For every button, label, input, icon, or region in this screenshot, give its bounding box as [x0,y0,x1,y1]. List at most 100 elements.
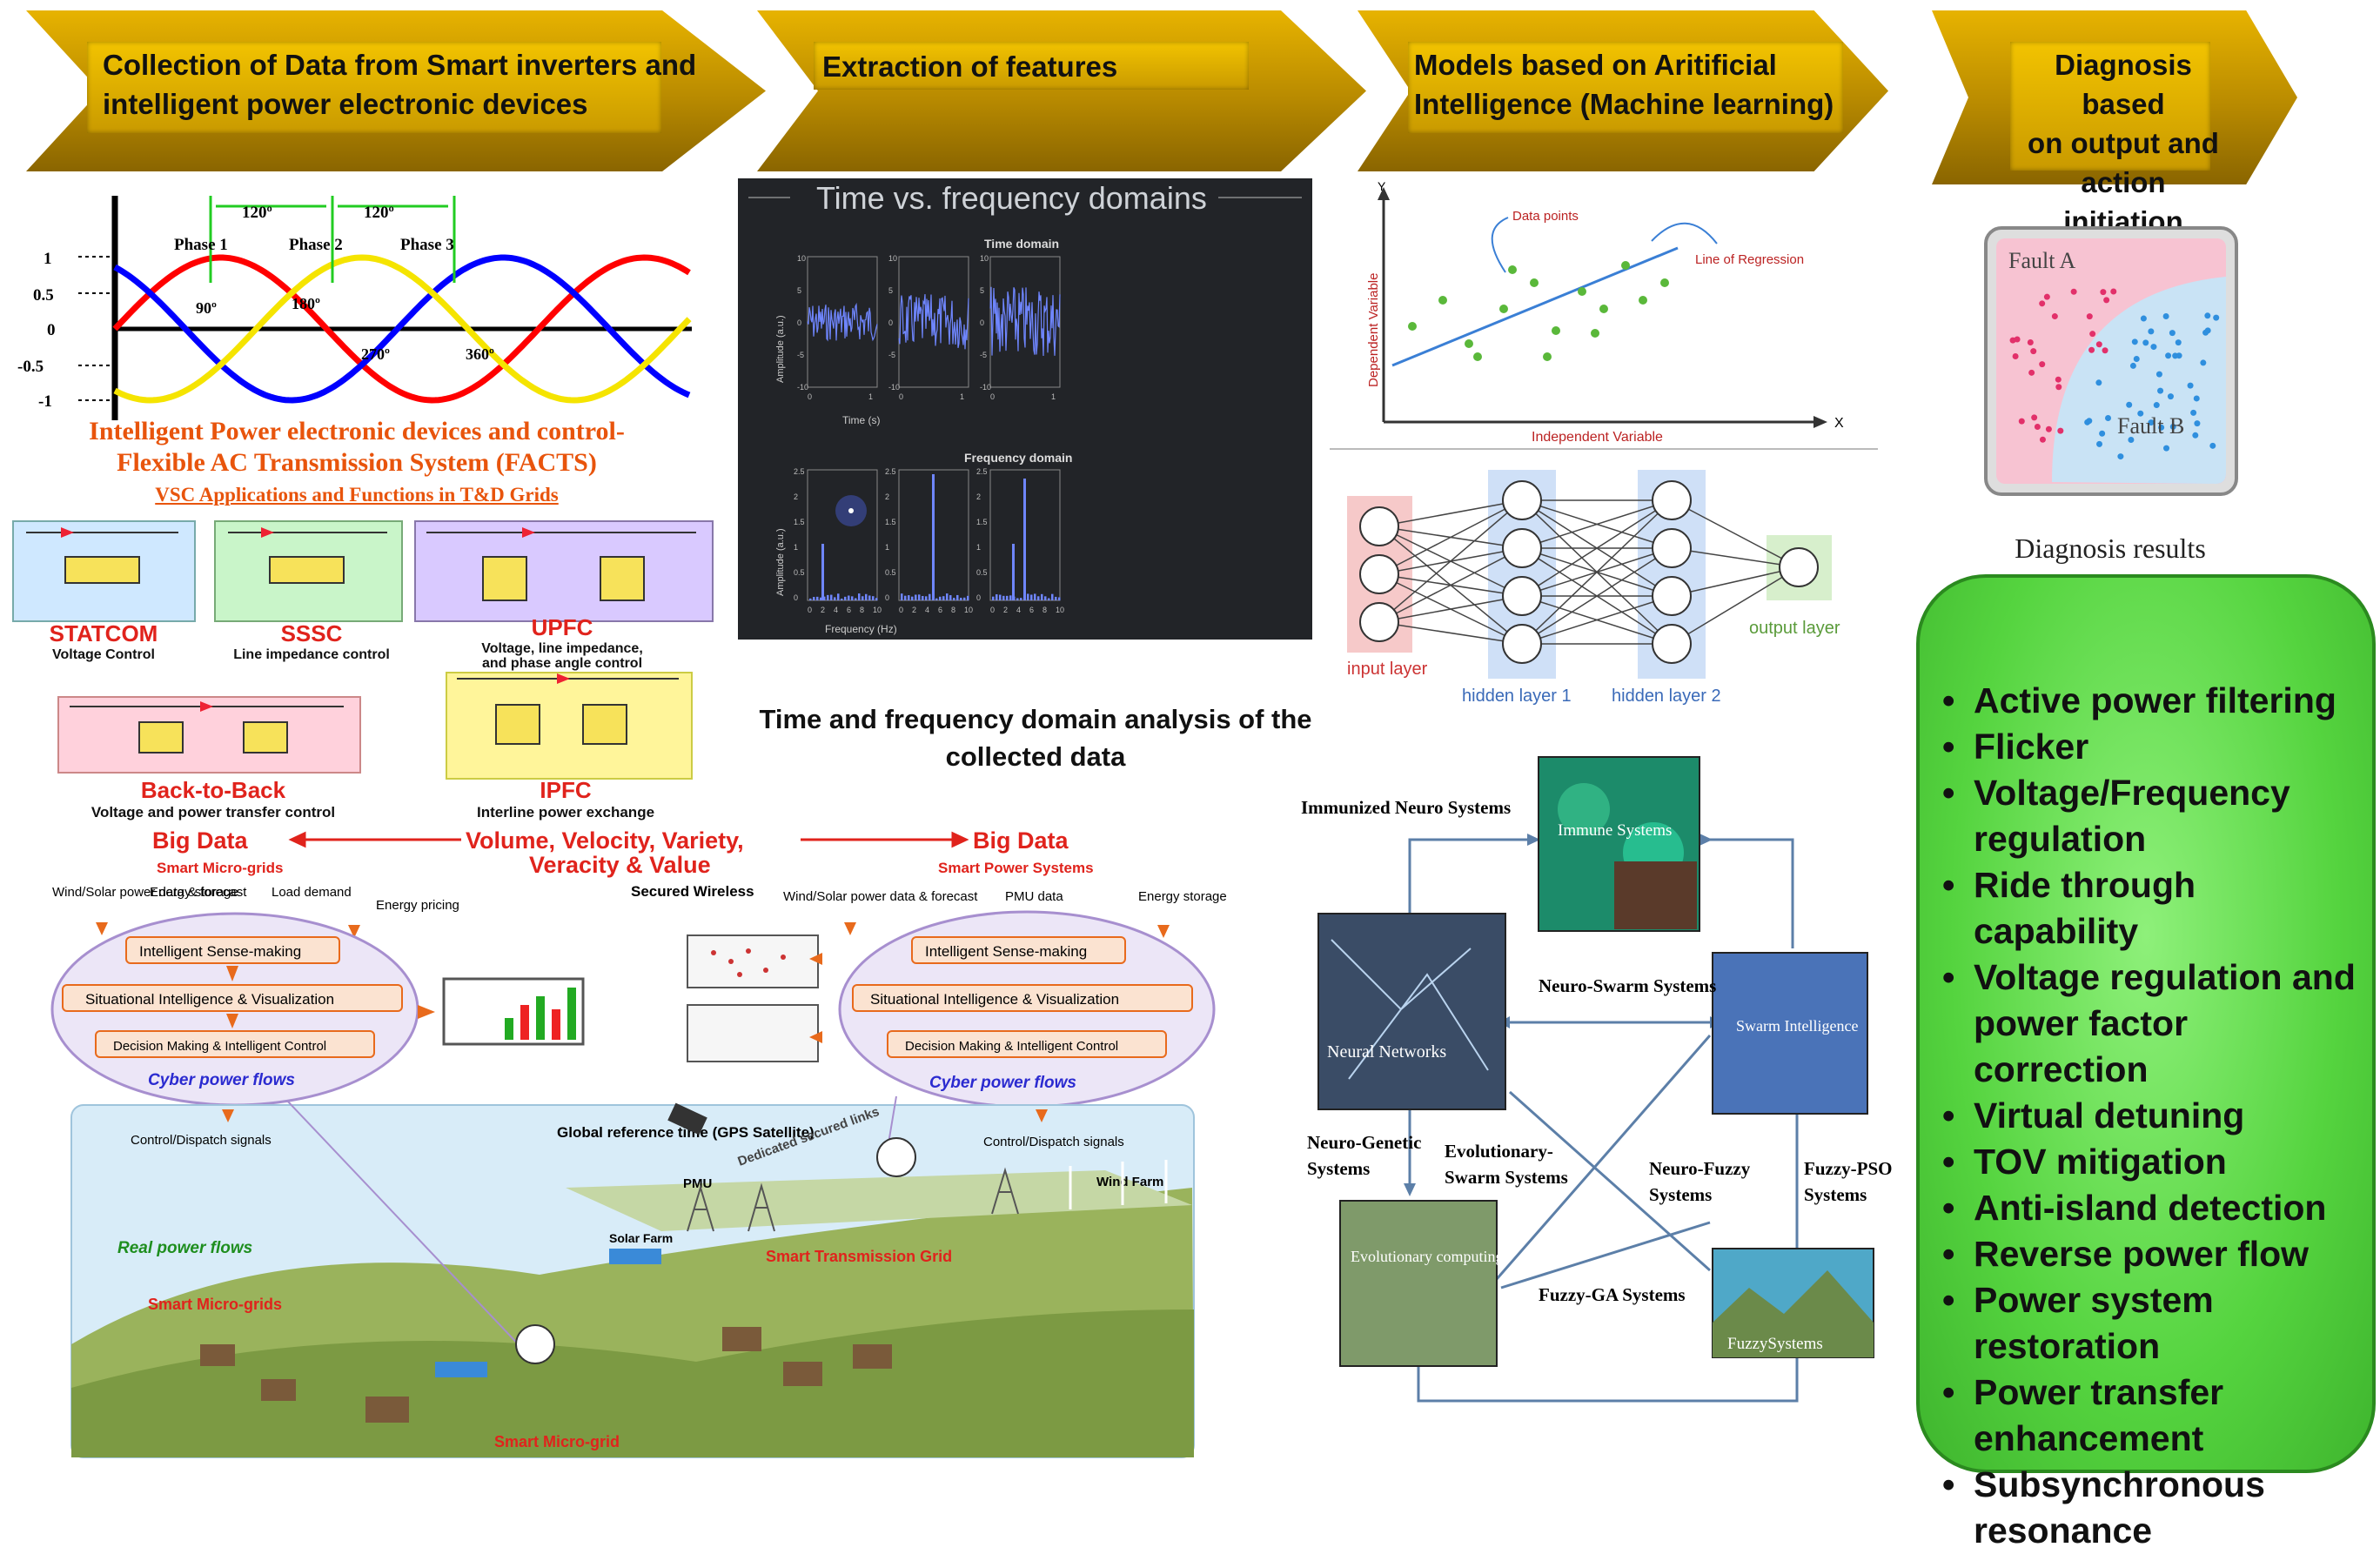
left-monitor-bars [505,988,576,1040]
stage-models-panel [1408,42,1843,133]
time-tick-y: 10 [980,254,989,263]
transmission-plateau [566,1170,1192,1231]
freq-noise-bar [1009,595,1012,600]
fault-a-dot [2043,293,2050,300]
freq-noise-bar [837,593,840,600]
fault-a-dot [2070,288,2077,295]
time-signal [989,286,1061,357]
time-tick-x: 1 [960,392,964,401]
green-hill-front [71,1310,1194,1457]
time-frequency-panel[interactable]: Time vs. frequency domains Time domain F… [738,178,1312,640]
diag-item-ride-through: Ride through capability [1939,862,2365,955]
fault-a-dot [2034,423,2041,430]
right-map-arrow [809,953,822,965]
nn-neuron [1502,480,1542,520]
fault-b-dot [2126,401,2133,408]
micro-grid-node [515,1324,555,1364]
left-layer-1: Intelligent Sense-making [139,943,301,960]
fault-b-dot [2131,338,2138,345]
freq-noise-bar [830,594,833,600]
wind-farm-label: Wind Farm [1096,1175,1163,1189]
freq-noise-bar [813,597,815,600]
freq-tick-y: 2 [885,492,889,501]
left-input-pricing: Energy pricing [376,898,459,913]
neuro-genetic-label-2: Systems [1307,1158,1370,1179]
bigdata-right-title: Big Data [973,827,1069,854]
freq-tick-y: 1 [794,543,798,552]
nn-neuron [1652,480,1692,520]
fault-a-label: Fault A [2008,248,2076,273]
real-power-flows: Real power flows [117,1239,252,1257]
line-pointer [1651,222,1718,244]
neuro-fuzzy-label-1: Neuro-Fuzzy [1649,1158,1751,1179]
timefreq-caption: Time and frequency domain analysis of th… [759,704,1312,772]
time-tick-y: -5 [888,351,895,359]
freq-noise-bar [911,596,914,600]
stage-models-text: Models based on Aritificial Intelligence… [1414,49,1834,120]
sssc-label: SSSC Line impedance control [233,620,390,662]
freq-tick-x: 0 [808,606,812,614]
three-phase-waveform: 1 0.5 0 -0.5 -1 120º 120º Phase 1 Phase … [17,196,692,420]
fault-a-dot [2089,331,2096,338]
arrow-markers [61,527,570,712]
freq-tick-y: 0.5 [885,568,896,577]
freq-tick-x: 10 [873,606,882,614]
diag-item-voltage-frequency: Voltage/Frequency regulation [1939,770,2365,862]
freq-tick-y: 1.5 [976,518,988,526]
nn-edge [1378,595,1523,623]
diag-item-restoration: Power system restoration [1939,1277,2365,1370]
fault-b-dot [2148,419,2155,426]
freq-tick-y: 1 [976,543,981,552]
freq-noise-bar [1048,598,1050,600]
left-layer-1-box [125,936,340,964]
freq-domain-label: Frequency domain [964,451,1072,465]
nn-edge [1521,547,1673,645]
neuro-genetic-label-1: Neuro-Genetic [1307,1132,1421,1153]
back-to-back-label: Back-to-Back Voltage and power transfer … [91,777,336,821]
nn-edge [1378,621,1523,645]
right-layer-3: Decision Making & Intelligent Control [905,1039,1118,1054]
stage-diagnosis-panel [2010,42,2210,171]
left-input-load: Load demand [272,885,352,900]
left-cyber-flows: Cyber power flows [148,1071,295,1089]
upfc-label: UPFC Voltage, line impedance, and phase … [481,614,643,671]
freq-noise-bar [1006,595,1009,600]
waveform-tick-05: 0.5 [33,286,54,305]
bigdata-left-sub: Smart Micro-grids [157,860,283,876]
fault-a-dot [2030,348,2037,355]
hybrid-ai-diagram: Immune Systems Neural Networks Swarm Int… [1301,756,1892,1403]
time-tick-y: -5 [797,351,804,359]
freq-noise-bar [1051,593,1054,600]
time-signal [898,294,969,350]
freq-tick-x: 0 [990,606,995,614]
freq-noise-bar [875,598,878,600]
regression-point [1599,305,1608,313]
diag-item-virtual-detuning: Virtual detuning [1939,1093,2365,1139]
freq-y-label: Amplitude (a.u.) [775,528,786,596]
nn-edge [1521,499,1673,645]
freq-tick-x: 2 [912,606,916,614]
freq-noise-bar [963,597,966,600]
diag-item-active-power-filtering: Active power filtering [1939,678,2365,724]
freq-tick-x: 8 [951,606,955,614]
regression-separator [1330,448,1878,450]
fault-a-dot [2027,338,2034,345]
nn-neuron [1359,554,1399,594]
fault-a-dot [2086,313,2093,320]
fault-b-dot [2117,453,2124,460]
freq-x-label: Frequency (Hz) [825,623,897,635]
fault-b-label: Fault B [2117,413,2184,439]
freq-tick-y: 2.5 [976,467,988,476]
right-cyber-flows: Cyber power flows [929,1074,1076,1092]
nn-neuron [1652,528,1692,568]
neural-label: Neural Networks [1327,1042,1446,1062]
fault-b-dot [2209,442,2216,449]
freq-tick-x: 8 [860,606,864,614]
freq-noise-bar [1016,598,1019,600]
fuzzy-pso-label-1: Fuzzy-PSO [1804,1158,1892,1179]
freq-noise-bar [1041,593,1043,600]
time-tick-y: 5 [980,286,984,295]
smart-transmission-label: Smart Transmission Grid [766,1248,952,1265]
nn-neuron [1779,547,1819,587]
